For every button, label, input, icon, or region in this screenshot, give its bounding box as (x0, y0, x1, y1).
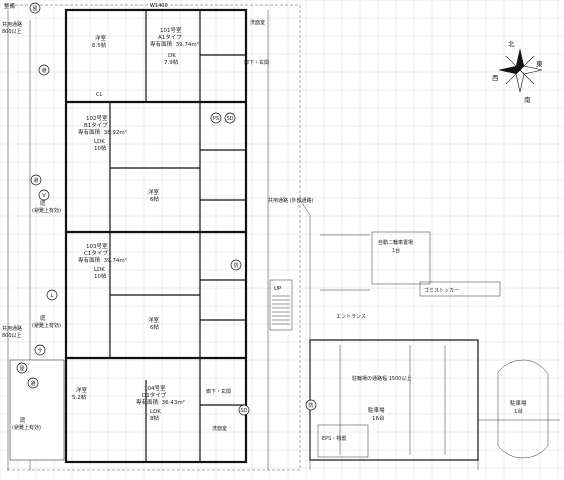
unit-103-garden: 庭 (40, 314, 46, 322)
unit-101-washroom: 洗面室 (250, 19, 265, 26)
symbol-marker: PS (210, 112, 222, 124)
unit-101-hall: 廊下・玄関 (244, 59, 269, 66)
symbol-marker: 防 (230, 259, 242, 271)
unit-104-garden-note: (避難上有効) (12, 424, 41, 431)
unit-104-washroom: 洗面室 (212, 425, 227, 432)
symbol-marker: 避 (27, 377, 39, 389)
unit-102-type: B1タイプ (84, 121, 108, 129)
unit-101-room: 洋室 (95, 34, 107, 42)
unit-103-area: 専有面積: 39.74m² (78, 256, 127, 264)
unit-101-tatami: 6.5帖 (92, 41, 107, 49)
bike-note: 駐輪場の通路幅 1500以上 (352, 375, 411, 382)
unit-102-western-tatami: 6帖 (150, 195, 159, 203)
left-label-1: 共用通路 (2, 21, 22, 28)
common-route: 共用通路 (外部通路) (268, 197, 314, 204)
unit-103-tatami: 10帖 (94, 272, 107, 280)
building-walls (64, 8, 248, 464)
garbage-label: ゴミストッカー (424, 287, 459, 294)
unit-102-tatami: 10帖 (94, 144, 107, 152)
parking-label: 駐車場 (368, 406, 385, 414)
unit-104-western: 洋室 (76, 386, 88, 394)
unit-102-garden: 庭 (40, 199, 46, 207)
unit-103-type: C1タイプ (84, 249, 108, 257)
svg-text:SD: SD (226, 116, 233, 122)
unit-102-room: LDK (94, 139, 105, 145)
unit-101-type: A1タイプ (158, 33, 182, 41)
compass-north: 北 (508, 40, 515, 48)
unit-102-western: 洋室 (148, 188, 160, 196)
svg-text:防: 防 (233, 262, 238, 269)
parking-count: 16台 (372, 414, 385, 422)
labels: 整備 W1400 共用通路 800以上 共用通路 800以上 101号室 A1タ… (2, 2, 527, 442)
bicycle-label: 自動二輪車置場 (378, 239, 413, 246)
unit-101-cl: CL (96, 92, 102, 98)
unit-102-name: 102号室 (86, 114, 108, 122)
unit-104-name: 104号室 (144, 384, 166, 392)
left-walkway (7, 10, 65, 470)
unit-103-room: LDK (94, 267, 105, 273)
unit-103-western-tatami: 6帖 (150, 323, 159, 331)
unit-104-tatami: 8帖 (150, 414, 159, 422)
symbol-marker: 避 (30, 174, 42, 186)
svg-text:防: 防 (308, 402, 313, 409)
symbol-marker: 防 (305, 399, 317, 411)
symbol-marker: 避 (38, 64, 50, 76)
left-label-2: 800以上 (2, 28, 22, 35)
symbol-marker: 屋 (29, 2, 41, 14)
entrance-label: エントランス (336, 314, 366, 320)
parking-small-label: 駐車場 (510, 399, 527, 407)
svg-text:SD: SD (240, 408, 247, 414)
symbol-marker: 屋 (16, 362, 28, 374)
dim-top: W1400 (150, 3, 168, 9)
symbol-marker: V (38, 189, 50, 201)
top-label: 整備 (4, 2, 16, 10)
svg-text:避: 避 (41, 67, 46, 74)
bicycle-count: 1台 (392, 247, 400, 254)
svg-text:サ: サ (37, 348, 42, 354)
svg-text:屋: 屋 (32, 6, 37, 12)
unit-101-dk: DK (168, 53, 176, 59)
symbol-marker: サ (34, 344, 46, 356)
unit-103-name: 103号室 (86, 242, 108, 250)
parking-small-count: 1台 (514, 407, 523, 415)
unit-103-western: 洋室 (148, 316, 160, 324)
unit-104-room: LDK (150, 409, 161, 415)
compass-rose: 北 東 西 南 (492, 40, 543, 104)
symbol-marker: L (46, 289, 58, 301)
unit-101-dk-tatami: 7.9帖 (164, 58, 179, 66)
svg-text:避: 避 (30, 380, 35, 387)
unit-103-garden-note: (避難上有効) (32, 322, 61, 329)
unit-101-name: 101号室 (160, 26, 182, 34)
unit-104-type: D1タイプ (142, 391, 167, 399)
eps-label: EPS・物置 (322, 435, 346, 442)
compass-south: 南 (524, 95, 531, 104)
symbol-marker: SD (238, 404, 250, 416)
svg-text:避: 避 (33, 177, 38, 184)
svg-text:屋: 屋 (19, 366, 24, 372)
unit-102-garden-note: (避難上有効) (32, 207, 61, 214)
unit-104-hall: 廊下・玄関 (206, 388, 231, 395)
stair-up: UP (274, 286, 282, 292)
unit-104-garden: 庭 (20, 416, 26, 424)
svg-text:L: L (51, 293, 54, 299)
symbol-marker: SD (224, 112, 236, 124)
compass-east: 東 (536, 59, 543, 68)
left-label-3: 共用通路 (2, 325, 22, 332)
unit-102-area: 専有面積: 38.92m² (78, 128, 127, 136)
left-label-4: 800以上 (2, 332, 22, 339)
svg-text:V: V (42, 193, 46, 199)
unit-101-area: 専有面積: 39.74m² (150, 40, 199, 48)
stair (272, 295, 290, 325)
unit-104-western-tatami: 5.2帖 (72, 393, 87, 401)
svg-text:PS: PS (213, 116, 219, 122)
property-line (5, 4, 560, 471)
unit-104-area: 専有面積: 36.43m² (136, 398, 185, 406)
compass-west: 西 (492, 74, 499, 82)
